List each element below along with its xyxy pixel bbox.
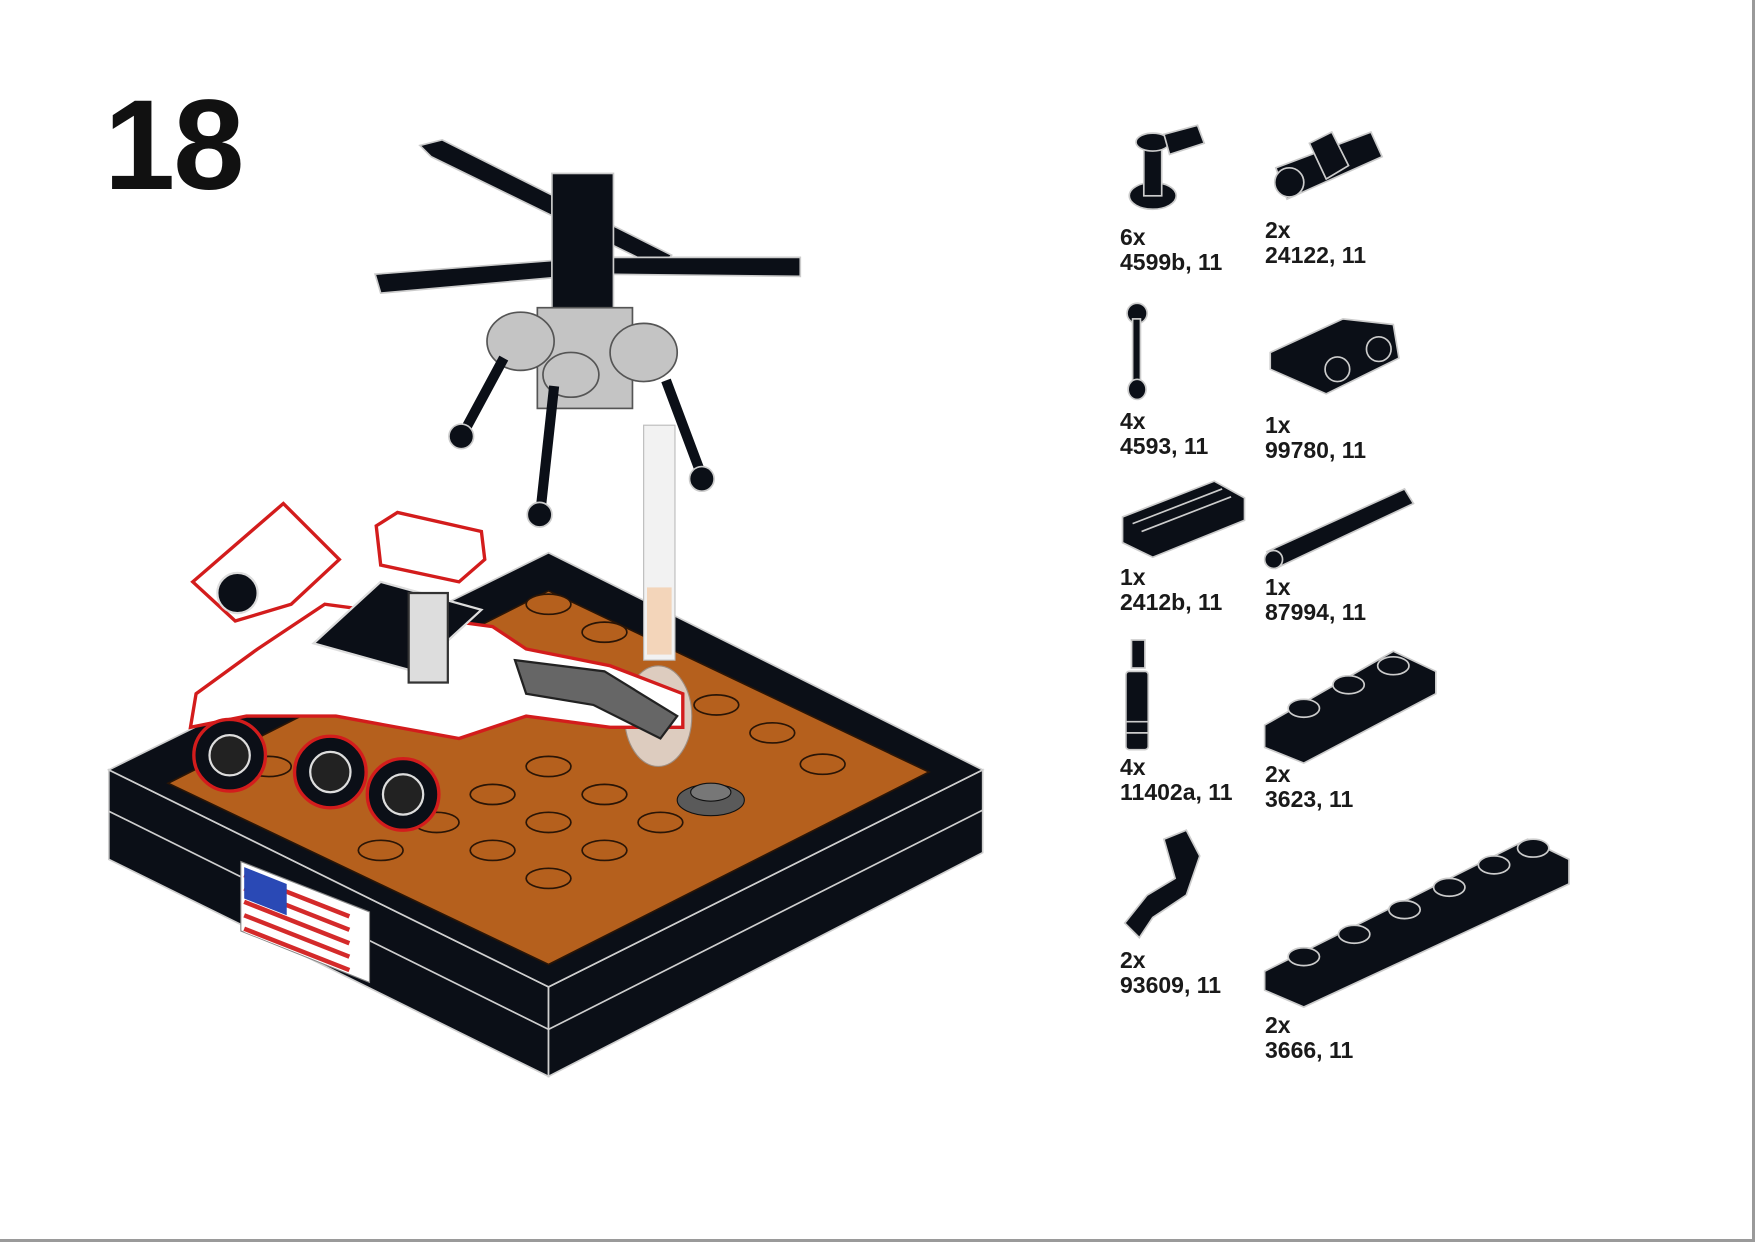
ball-bar-icon bbox=[1126, 302, 1148, 401]
orange-studs bbox=[245, 593, 846, 890]
part-id: 2412b, 11 bbox=[1120, 589, 1223, 615]
part-qty: 1x bbox=[1265, 574, 1291, 600]
part-id: 3623, 11 bbox=[1265, 786, 1354, 812]
part-qty: 6x bbox=[1120, 224, 1146, 250]
part-id: 4593, 11 bbox=[1120, 433, 1209, 459]
flag-tile bbox=[240, 860, 371, 984]
part-qty: 2x bbox=[1120, 947, 1146, 973]
part-id: 11402a, 11 bbox=[1120, 779, 1233, 805]
part-qty: 1x bbox=[1265, 412, 1291, 438]
bar-icon bbox=[1263, 487, 1415, 570]
part-id: 93609, 11 bbox=[1120, 972, 1222, 998]
part-qty: 4x bbox=[1120, 754, 1146, 780]
bracket-icon bbox=[1269, 318, 1400, 395]
gray-round-plate bbox=[676, 782, 745, 817]
part-qty: 1x bbox=[1120, 564, 1146, 590]
tap-part-icon bbox=[1128, 124, 1206, 211]
plate-1x3-icon bbox=[1263, 650, 1437, 765]
helicopter bbox=[374, 138, 802, 528]
step-number: 18 bbox=[104, 74, 244, 217]
part-qty: 2x bbox=[1265, 1012, 1291, 1038]
part-id: 99780, 11 bbox=[1265, 437, 1367, 463]
part-qty: 4x bbox=[1120, 408, 1146, 434]
grille-tile-icon bbox=[1121, 480, 1246, 559]
rover-details bbox=[208, 571, 679, 816]
part-qty: 2x bbox=[1265, 761, 1291, 787]
part-id: 3666, 11 bbox=[1265, 1037, 1354, 1063]
part-qty: 2x bbox=[1265, 217, 1291, 243]
part-id: 24122, 11 bbox=[1265, 242, 1367, 268]
part-id: 87994, 11 bbox=[1265, 599, 1367, 625]
robot-arm-icon bbox=[1123, 829, 1201, 939]
part-id: 4599b, 11 bbox=[1120, 249, 1223, 275]
axle-connector-icon bbox=[1273, 130, 1384, 201]
plate-1x6-icon bbox=[1263, 838, 1570, 1008]
lightsaber-hilt-icon bbox=[1125, 639, 1150, 751]
